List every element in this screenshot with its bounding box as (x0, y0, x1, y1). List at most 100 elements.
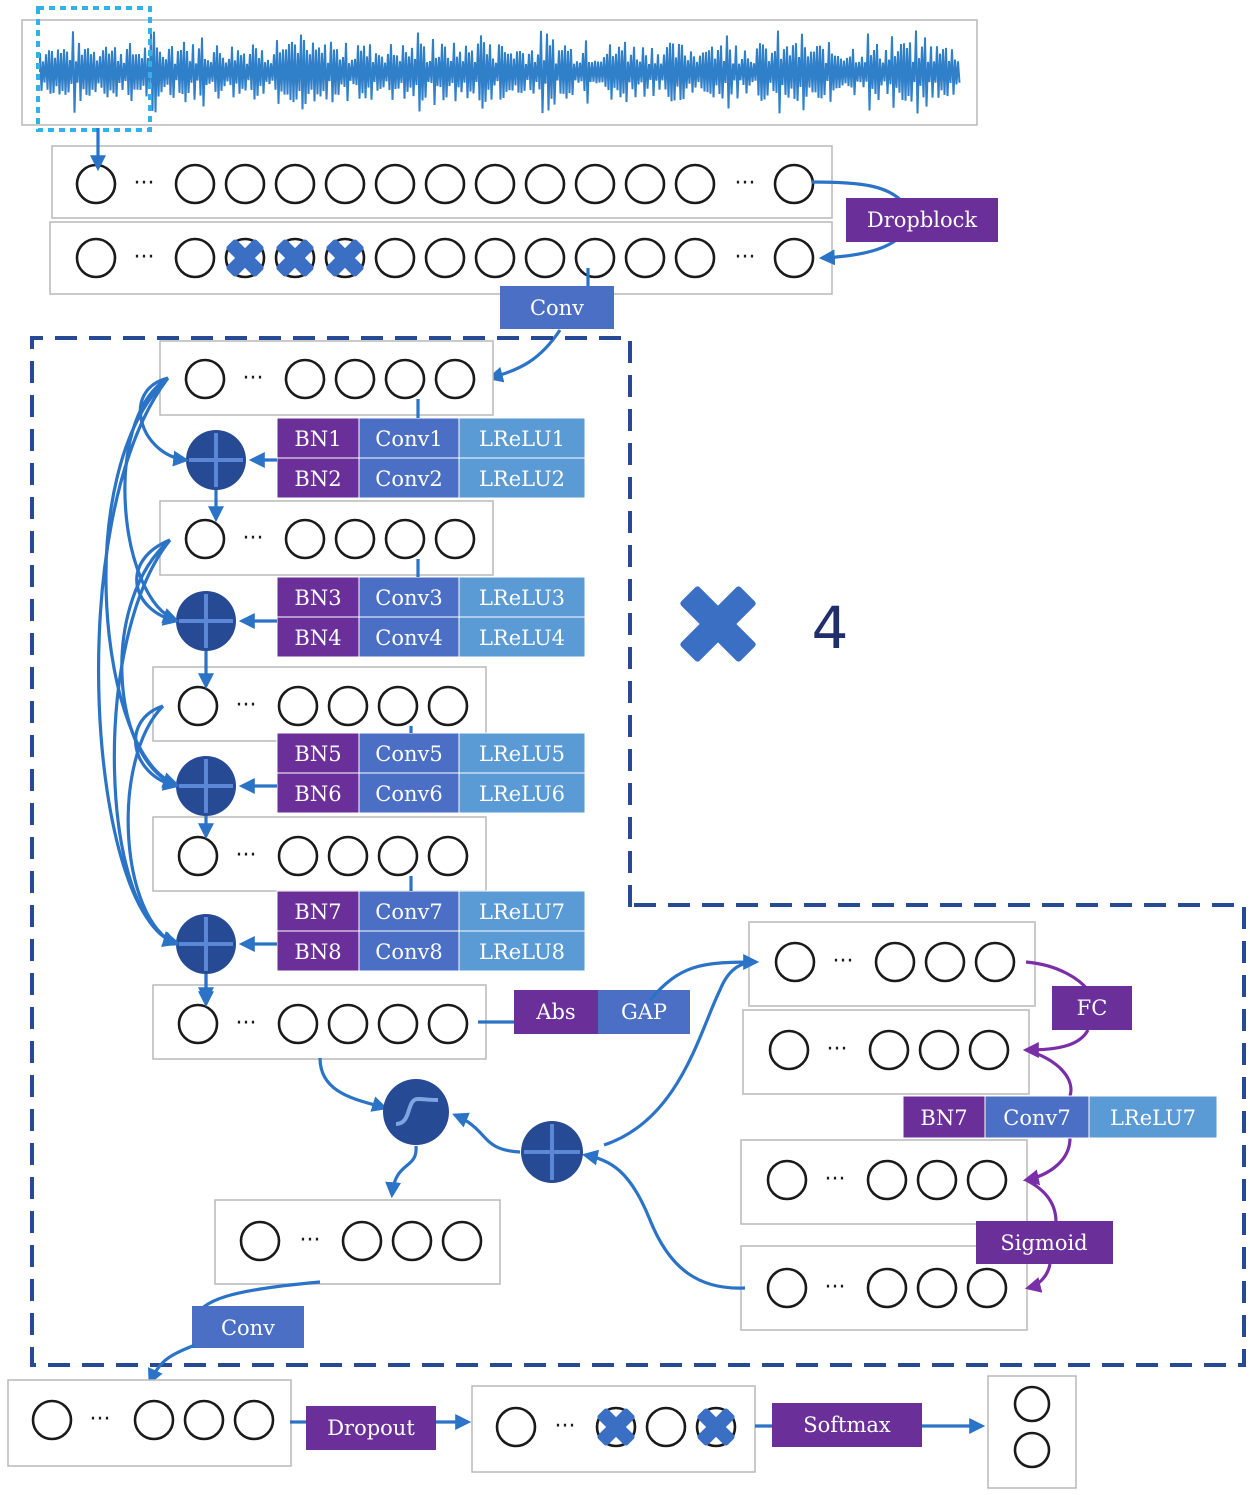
neuron (773, 163, 815, 205)
dropout-label-box: Dropout (306, 1406, 436, 1450)
neuron (334, 518, 376, 560)
neuron (924, 941, 966, 983)
neuron (427, 1003, 469, 1045)
neuron (424, 237, 466, 279)
ellipsis: ··· (825, 1275, 846, 1300)
neuron (574, 163, 616, 205)
svg-text:Sigmoid: Sigmoid (1000, 1231, 1087, 1255)
neuron (239, 1220, 281, 1262)
dropblock-label-box: Dropblock (846, 198, 998, 242)
neuron (184, 358, 226, 400)
neuron (524, 163, 566, 205)
svg-text:Dropblock: Dropblock (867, 208, 978, 232)
neuron (774, 941, 816, 983)
sigmoid-label-box: Sigmoid (976, 1221, 1113, 1264)
neuron (341, 1220, 383, 1262)
neuron (441, 1220, 483, 1262)
residual-block-boundary (30, 336, 1246, 1367)
neuron (174, 237, 216, 279)
layer-label: Conv8 (375, 940, 442, 964)
feature-map-row-2: ··· (159, 500, 494, 576)
neuron (766, 1267, 808, 1309)
ellipsis: ··· (134, 171, 155, 196)
gap-label-box: GAP (598, 990, 690, 1034)
neuron (624, 237, 666, 279)
neuron (768, 1029, 810, 1071)
dropped-neuron-icon (326, 239, 364, 277)
layer-label: LReLU4 (479, 626, 565, 650)
layer-label: LReLU8 (479, 940, 565, 964)
layer-label: Conv5 (375, 742, 442, 766)
layer-label: Conv7 (375, 900, 442, 924)
feature-map-row-5: ··· (152, 984, 487, 1060)
neuron (427, 685, 469, 727)
neuron (184, 518, 226, 560)
attention-row-3: ··· (740, 1139, 1028, 1225)
layer-label: BN5 (294, 742, 341, 766)
ellipsis: ··· (825, 1167, 846, 1192)
neuron (974, 941, 1016, 983)
dropped-neuron-icon (276, 239, 314, 277)
neuron (916, 1267, 958, 1309)
neuron (391, 1220, 433, 1262)
svg-text:Abs: Abs (535, 1000, 575, 1024)
dropped-neuron-icon (597, 1408, 635, 1446)
neuron (327, 1003, 369, 1045)
neuron (277, 835, 319, 877)
add-node (176, 756, 236, 816)
neuron (377, 835, 419, 877)
layer-label: BN7 (920, 1106, 967, 1130)
layer-label: BN8 (294, 940, 341, 964)
neuron (868, 1029, 910, 1071)
neuron (474, 163, 516, 205)
svg-text:4: 4 (812, 594, 849, 662)
layer-label: LReLU3 (479, 586, 565, 610)
neuron (327, 685, 369, 727)
neuron (866, 1159, 908, 1201)
neuron (773, 237, 815, 279)
conv-label-box-bottom: Conv (192, 1306, 304, 1348)
feature-map-row-4: ··· (152, 816, 487, 892)
feature-map-row-3: ··· (152, 666, 487, 742)
skip-connections (96, 376, 190, 947)
neuron (645, 1406, 687, 1448)
neuron (174, 163, 216, 205)
neuron (574, 237, 616, 279)
neuron (183, 1399, 225, 1441)
neuron (766, 1159, 808, 1201)
ellipsis: ··· (134, 245, 155, 270)
neuron (277, 1003, 319, 1045)
input-waveform-panel (21, 6, 978, 132)
add-node (176, 591, 236, 651)
neuron (177, 835, 219, 877)
svg-text:Softmax: Softmax (803, 1413, 891, 1437)
neuron (75, 163, 117, 205)
layer-label: Conv1 (375, 427, 442, 451)
layer-label: LReLU5 (479, 742, 565, 766)
neuron (918, 1029, 960, 1071)
ellipsis: ··· (827, 1037, 848, 1062)
add-node (176, 914, 236, 974)
layer-label: BN2 (294, 467, 341, 491)
neuron (427, 835, 469, 877)
layer-label: Conv3 (375, 586, 442, 610)
neuron (377, 1003, 419, 1045)
neuron (968, 1029, 1010, 1071)
neuron (866, 1267, 908, 1309)
waveform-signal (39, 30, 961, 114)
neuron (75, 237, 117, 279)
neuron (624, 163, 666, 205)
neuron (284, 358, 326, 400)
neuron (474, 237, 516, 279)
layer-label: BN1 (294, 427, 341, 451)
neuron (374, 163, 416, 205)
ellipsis: ··· (555, 1414, 576, 1439)
layer-label: Conv6 (375, 782, 442, 806)
neuron (177, 1003, 219, 1045)
attention-row-2: ··· (742, 1009, 1030, 1095)
ellipsis: ··· (735, 171, 756, 196)
svg-text:Dropout: Dropout (327, 1416, 415, 1440)
